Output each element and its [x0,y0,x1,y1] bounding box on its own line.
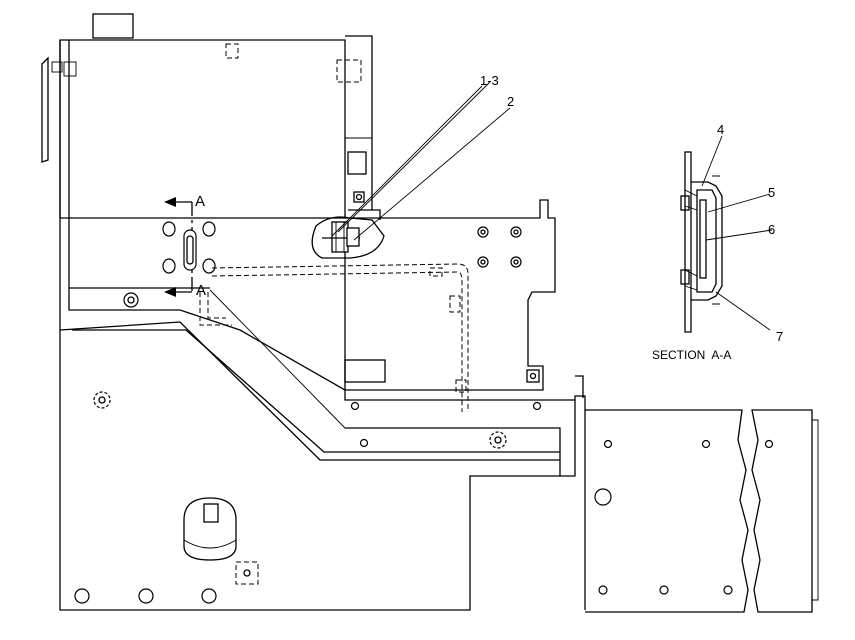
right-extension [585,409,819,613]
section-detail [680,151,723,333]
section-detail-leaders [701,135,773,331]
main-frame [59,287,586,611]
callout-6: 6 [768,222,775,237]
callout-5: 5 [768,185,775,200]
section-cut-left [162,197,216,297]
section-mark-bottom: A [196,282,206,299]
callout-leaders-top [331,81,511,241]
section-mark-top: A [195,193,205,210]
callout-4: 4 [717,122,724,137]
section-caption: SECTION A-A [652,348,731,362]
hidden-cable-route [199,263,469,412]
callout-1-3: 1-3 [480,73,499,88]
bracket-plate [344,199,556,391]
upper-housing [41,13,373,330]
clamp-fitting [311,209,385,259]
callout-7: 7 [776,329,783,344]
callout-2: 2 [507,94,514,109]
